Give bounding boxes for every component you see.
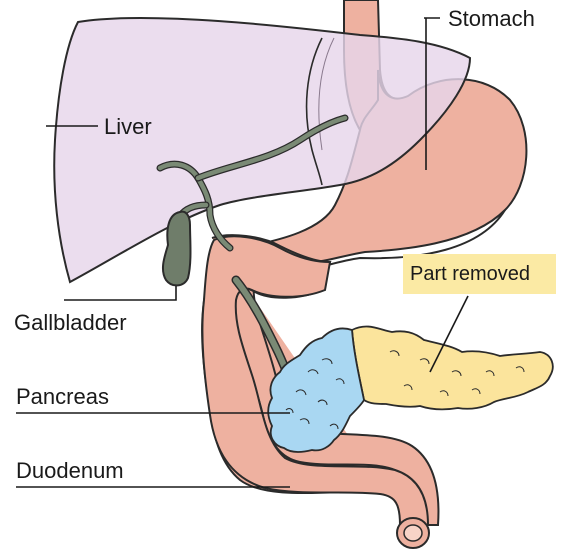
liver (53, 16, 472, 284)
stomach-leader (424, 17, 440, 170)
pancreas-head (267, 327, 365, 453)
liver-outline (53, 16, 472, 284)
falciform-ligament (305, 37, 323, 186)
part-removed-leader (429, 295, 469, 373)
pancreas (267, 325, 554, 453)
bile-ducts (156, 114, 349, 252)
pancreas-head-texture (285, 358, 345, 430)
part-removed-label: Part removed (410, 263, 530, 285)
duodenum-lumen (403, 524, 423, 542)
liver-label: Liver (104, 114, 152, 139)
part-removed-box (403, 254, 556, 294)
gallbladder-label: Gallbladder (14, 310, 127, 335)
falciform-ligament-2 (318, 37, 335, 151)
stomach-label: Stomach (448, 6, 535, 31)
leader-lines (16, 17, 469, 488)
duodenum-label: Duodenum (16, 458, 124, 483)
gallbladder-leader (64, 286, 177, 301)
duodenum-loop (201, 235, 430, 526)
pancreas-tail (351, 325, 554, 411)
pancreas-tail-texture (389, 350, 525, 397)
pancreas-label: Pancreas (16, 384, 109, 409)
gallbladder (161, 210, 192, 287)
duodenum (201, 234, 440, 549)
